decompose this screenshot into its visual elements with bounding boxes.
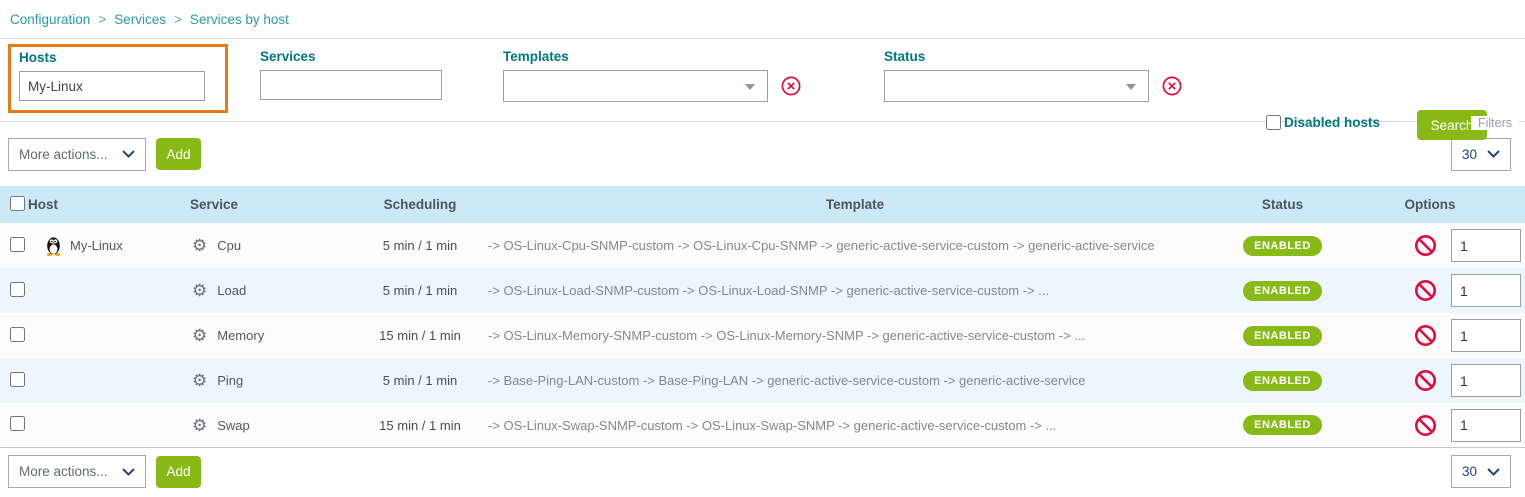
template-chain: -> Base-Ping-LAN-custom -> Base-Ping-LAN…: [488, 373, 1086, 388]
gear-icon: ⚙︎: [192, 236, 208, 255]
column-header-template[interactable]: Template: [825, 197, 885, 212]
row-checkbox[interactable]: [10, 371, 25, 387]
duplicate-count-input[interactable]: [1451, 274, 1521, 307]
template-chain: -> OS-Linux-Memory-SNMP-custom -> OS-Lin…: [488, 328, 1086, 343]
table-row: My-Linux ⚙︎ Cpu 5 min / 1 min -> OS-Linux…: [0, 223, 1525, 268]
duplicate-count-input[interactable]: [1451, 229, 1521, 262]
service-name[interactable]: Swap: [217, 417, 250, 433]
table-row: ⚙︎ Swap 15 min / 1 min -> OS-Linux-Swap-S…: [0, 403, 1525, 448]
linux-penguin-icon: [46, 236, 61, 256]
table-row: ⚙︎ Memory 15 min / 1 min -> OS-Linux-Memo…: [0, 313, 1525, 358]
services-filter-group: Services: [260, 49, 442, 100]
status-filter-label: Status: [884, 49, 926, 64]
column-header-status[interactable]: Status: [1261, 197, 1304, 212]
disabled-hosts-group: Disabled hosts: [1266, 115, 1380, 130]
row-checkbox[interactable]: [10, 236, 25, 252]
service-name[interactable]: Memory: [217, 328, 265, 343]
disabled-hosts-label: Disabled hosts: [1284, 115, 1381, 130]
clear-status-filter-icon[interactable]: [1161, 75, 1183, 97]
chevron-down-icon: [122, 150, 135, 158]
duplicate-count-input[interactable]: [1451, 408, 1521, 442]
status-filter-dropdown[interactable]: [884, 70, 1149, 102]
breadcrumb: Configuration > Services > Services by h…: [0, 0, 1525, 38]
page-size-select[interactable]: 30: [1451, 137, 1511, 171]
gear-icon: ⚙︎: [192, 371, 208, 390]
scheduling-value: 5 min / 1 min: [382, 283, 458, 298]
services-table: Host Service Scheduling Template Status …: [0, 186, 1525, 448]
table-header-row: Host Service Scheduling Template Status …: [0, 186, 1525, 223]
more-actions-label: More actions...: [19, 464, 108, 479]
template-chain: -> OS-Linux-Cpu-SNMP-custom -> OS-Linux-…: [488, 238, 1155, 253]
row-checkbox[interactable]: [10, 416, 25, 431]
status-badge: ENABLED: [1243, 235, 1322, 256]
chevron-down-icon: [1126, 84, 1136, 90]
select-all-checkbox[interactable]: [10, 195, 25, 211]
clear-templates-filter-icon[interactable]: [780, 75, 802, 97]
templates-filter-label: Templates: [503, 49, 569, 64]
gear-icon: ⚙︎: [192, 415, 208, 435]
more-actions-label: More actions...: [19, 146, 108, 162]
host-name[interactable]: My-Linux: [70, 238, 123, 253]
disable-icon[interactable]: [1414, 369, 1437, 392]
filters-caption: Filters: [1470, 116, 1519, 130]
add-button[interactable]: Add: [156, 138, 201, 170]
disable-icon[interactable]: [1414, 279, 1437, 302]
page-size-value: 30: [1462, 146, 1478, 162]
scheduling-value: 5 min / 1 min: [382, 373, 458, 388]
disable-icon[interactable]: [1414, 324, 1437, 347]
scheduling-value: 15 min / 1 min: [379, 417, 461, 433]
gear-icon: ⚙︎: [192, 326, 208, 345]
service-name[interactable]: Ping: [217, 373, 244, 388]
services-filter-label: Services: [260, 49, 316, 64]
breadcrumb-item-services[interactable]: Services: [114, 11, 166, 27]
templates-filter-group: Templates: [503, 49, 802, 102]
column-header-scheduling[interactable]: Scheduling: [383, 197, 457, 212]
top-toolbar: More actions... Add 30: [0, 122, 1525, 186]
table-row: ⚙︎ Ping 5 min / 1 min -> Base-Ping-LAN-cu…: [0, 358, 1525, 403]
column-header-service[interactable]: Service: [190, 197, 239, 212]
column-header-host[interactable]: Host: [28, 197, 58, 212]
hosts-filter-label: Hosts: [19, 50, 57, 65]
services-filter-input[interactable]: [260, 70, 442, 100]
row-checkbox[interactable]: [10, 281, 25, 297]
service-name[interactable]: Load: [217, 283, 247, 298]
duplicate-count-input[interactable]: [1451, 364, 1521, 397]
templates-filter-dropdown[interactable]: [503, 70, 768, 102]
add-button[interactable]: Add: [156, 455, 201, 488]
disabled-hosts-checkbox[interactable]: [1266, 115, 1281, 130]
breadcrumb-item-configuration[interactable]: Configuration: [10, 11, 91, 27]
table-row: ⚙︎ Load 5 min / 1 min -> OS-Linux-Load-SN…: [0, 268, 1525, 313]
breadcrumb-separator: >: [173, 11, 182, 27]
template-chain: -> OS-Linux-Swap-SNMP-custom -> OS-Linux…: [488, 417, 1057, 433]
breadcrumb-item-services-by-host[interactable]: Services by host: [189, 11, 289, 27]
gear-icon: ⚙︎: [192, 281, 208, 300]
filter-panel: Hosts Services Templates Status: [0, 38, 1525, 140]
service-name[interactable]: Cpu: [217, 238, 242, 253]
disable-icon[interactable]: [1414, 234, 1437, 257]
duplicate-count-input[interactable]: [1451, 319, 1521, 352]
scheduling-value: 5 min / 1 min: [382, 238, 458, 253]
chevron-down-icon: [1487, 150, 1500, 158]
chevron-down-icon: [1487, 467, 1500, 476]
disable-icon[interactable]: [1414, 414, 1437, 437]
status-badge: ENABLED: [1243, 415, 1322, 435]
more-actions-select[interactable]: More actions...: [8, 137, 146, 171]
more-actions-select[interactable]: More actions...: [8, 455, 146, 488]
chevron-down-icon: [122, 467, 135, 476]
status-badge: ENABLED: [1243, 325, 1322, 346]
column-header-options[interactable]: Options: [1404, 197, 1456, 212]
breadcrumb-separator: >: [98, 11, 107, 27]
template-chain: -> OS-Linux-Load-SNMP-custom -> OS-Linux…: [488, 283, 1050, 298]
scheduling-value: 15 min / 1 min: [379, 328, 461, 343]
chevron-down-icon: [745, 84, 755, 90]
status-badge: ENABLED: [1243, 280, 1322, 301]
row-checkbox[interactable]: [10, 326, 25, 342]
bottom-toolbar: More actions... Add 30: [0, 448, 1525, 495]
page-size-select[interactable]: 30: [1451, 455, 1511, 488]
hosts-filter-group: Hosts: [8, 44, 228, 113]
page-size-value: 30: [1462, 464, 1478, 479]
hosts-filter-input[interactable]: [19, 71, 205, 101]
status-filter-group: Status: [884, 49, 1183, 102]
status-badge: ENABLED: [1243, 370, 1322, 391]
